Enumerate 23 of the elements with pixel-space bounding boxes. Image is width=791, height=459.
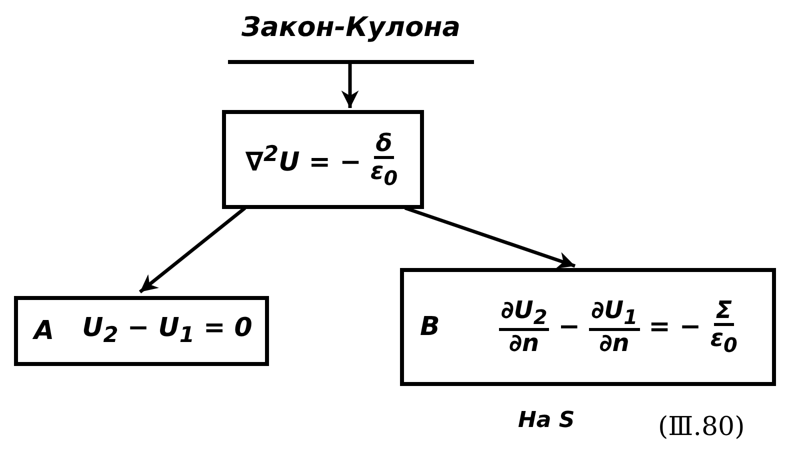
formula-text: = −	[648, 312, 702, 342]
arrow	[138, 206, 246, 294]
formula-text: −	[558, 312, 580, 342]
caption-text: На S	[518, 408, 575, 433]
formula-text: ∇$^{2}$U = −	[245, 142, 362, 178]
equation-box	[400, 268, 776, 386]
formula-text: U$_{2}$ − U$_{1}$ = 0	[82, 313, 252, 349]
formula-text: B	[420, 312, 440, 342]
arrow	[404, 206, 576, 269]
numerator: δ	[374, 130, 394, 159]
formula-text: A	[34, 316, 54, 346]
equation-number: (Ⅲ.80)	[658, 412, 745, 442]
denominator: ε$_{0}$	[710, 326, 738, 356]
numerator: ∂U$_{1}$	[589, 298, 640, 331]
denominator: ε$_{0}$	[370, 158, 398, 188]
arrow	[341, 62, 359, 108]
title-text: Закон-Кулона	[241, 12, 460, 43]
numerator: Σ	[714, 298, 734, 326]
denominator: ∂n	[508, 330, 540, 356]
equation-box	[14, 296, 269, 366]
equation-box	[222, 110, 424, 209]
denominator: ∂n	[599, 330, 630, 356]
numerator: ∂U$_{2}$	[498, 298, 550, 331]
